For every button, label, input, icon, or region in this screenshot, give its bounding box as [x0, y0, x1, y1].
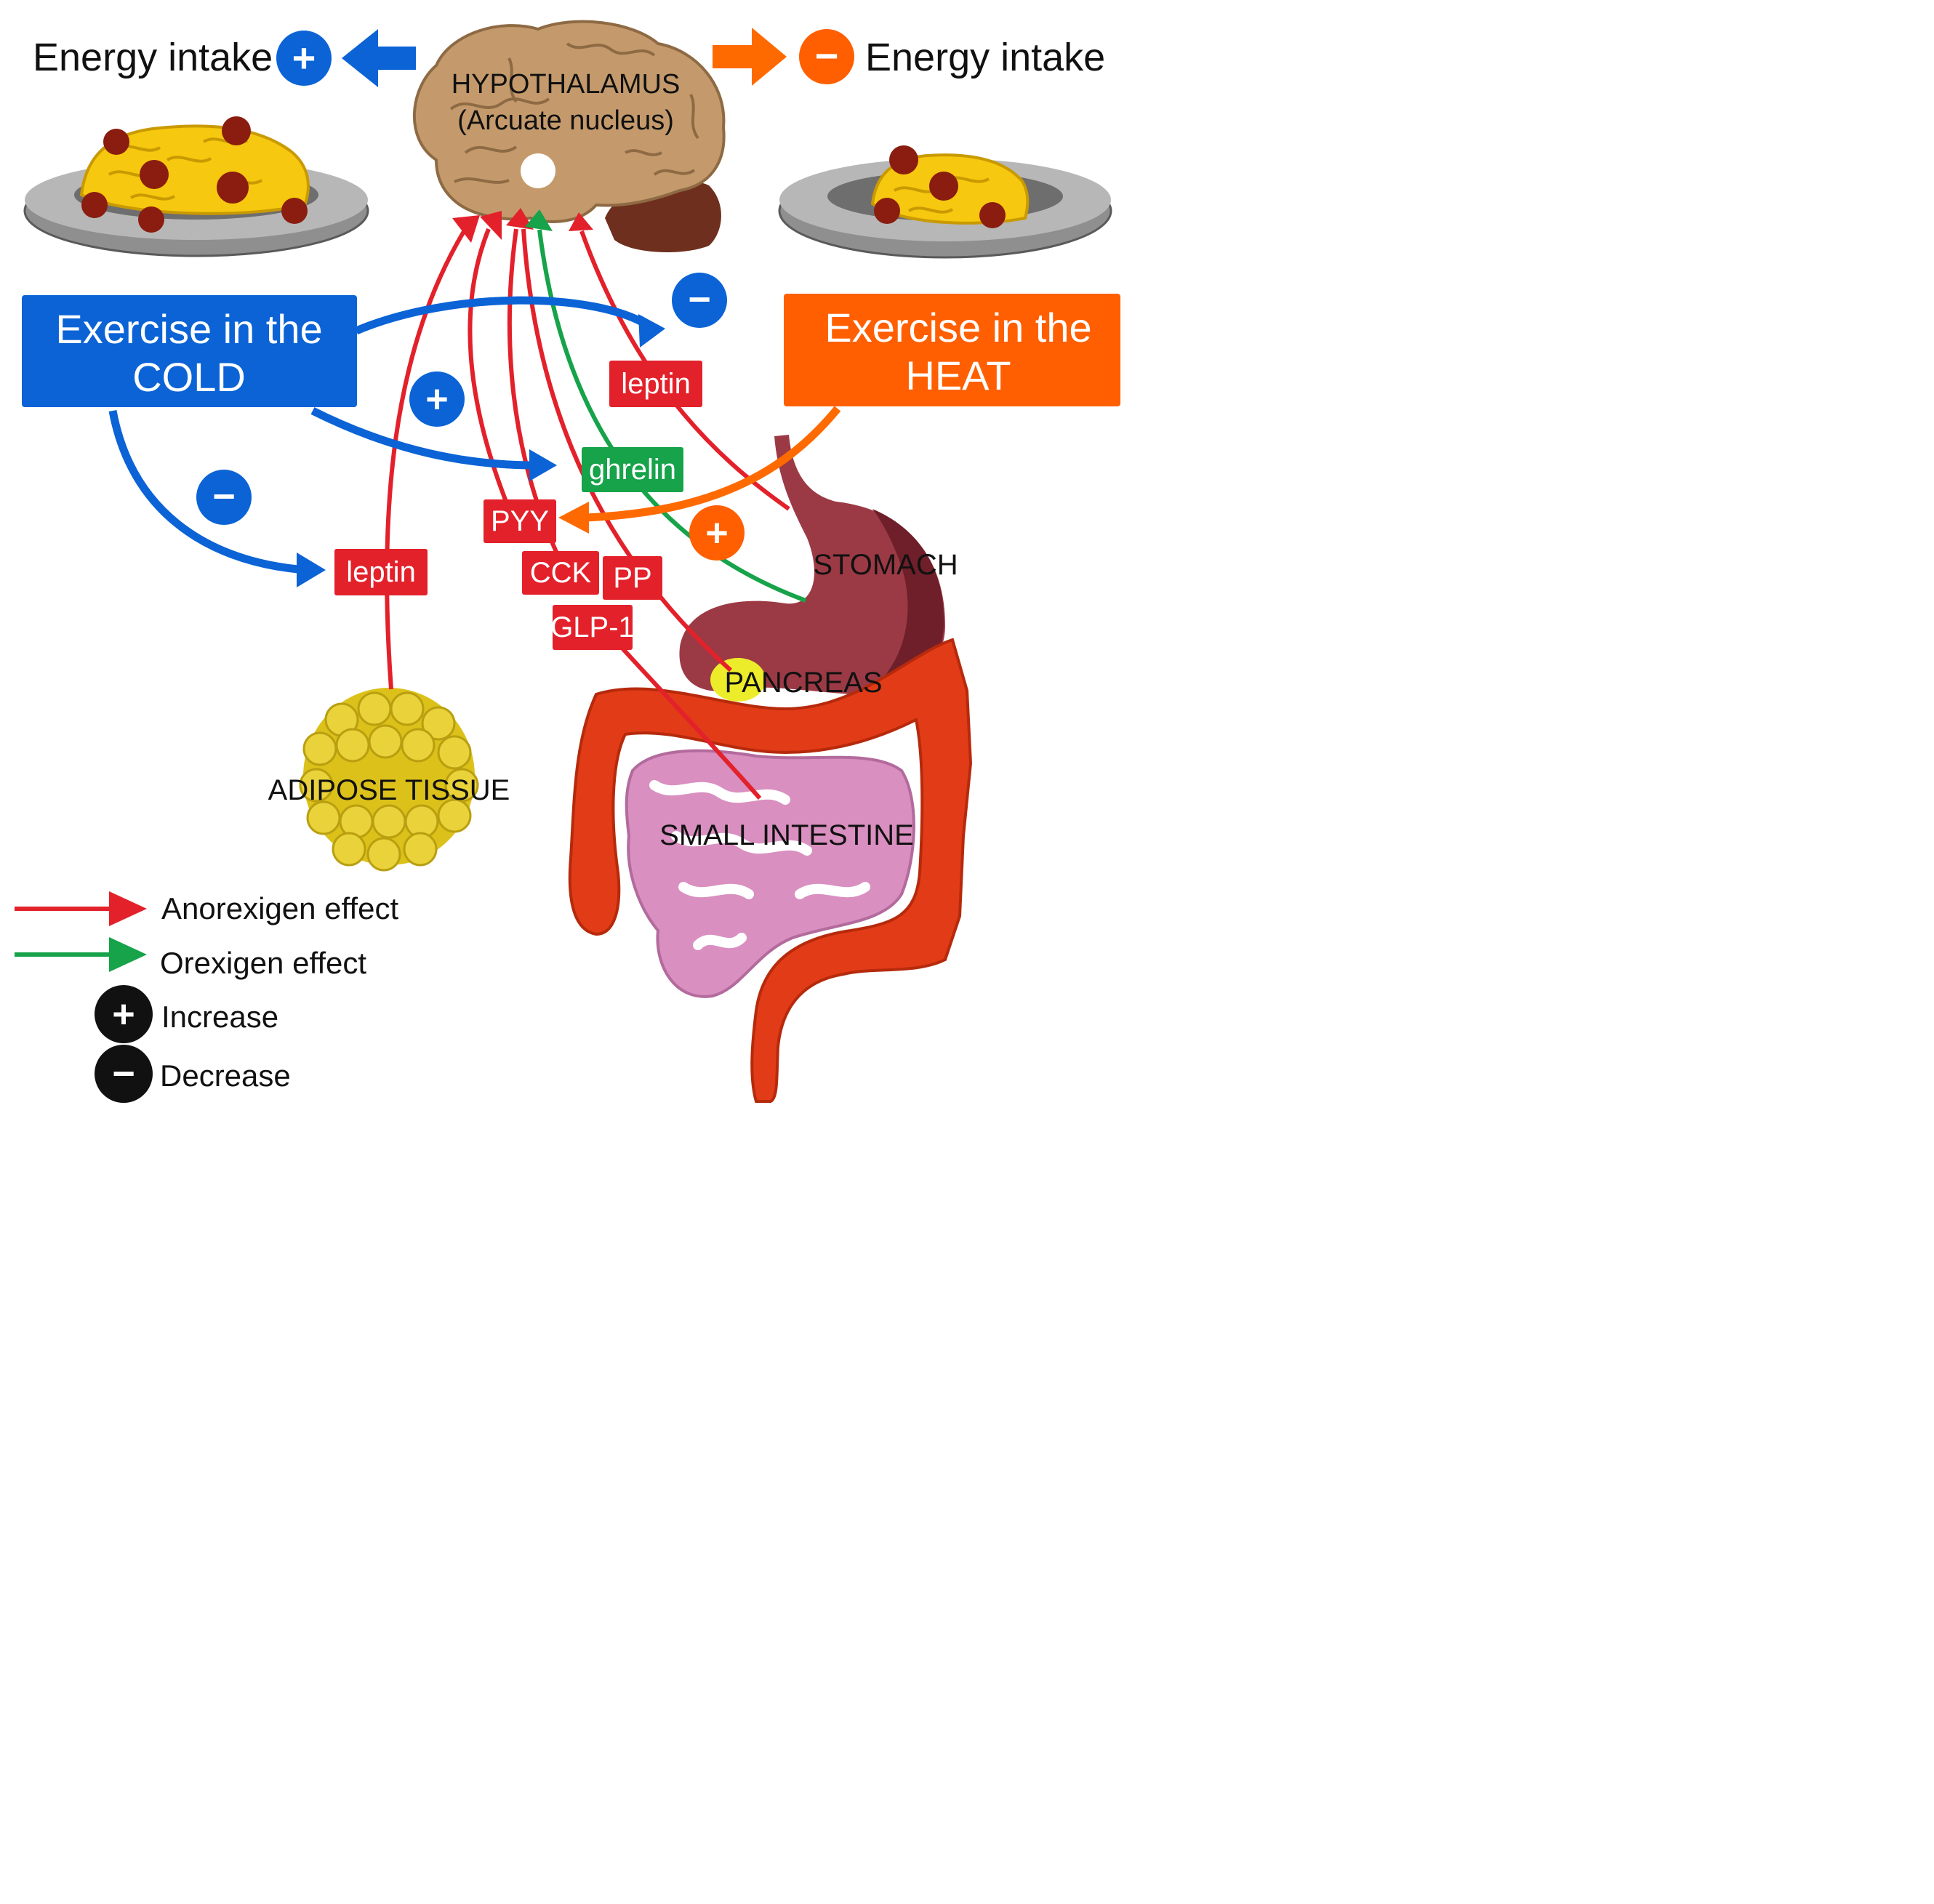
hormone-pyy: PYY — [484, 499, 556, 543]
minus-badge-icon — [672, 273, 727, 328]
exercise-heat-line1: Exercise in the — [824, 305, 1091, 350]
header-right: − Energy intake — [713, 28, 1105, 86]
exercise-cold-line2: COLD — [132, 354, 246, 400]
exercise-heat-line2: HEAT — [905, 353, 1011, 398]
small-intestine-icon — [625, 749, 915, 998]
arrowhead-red-icon — [109, 891, 147, 926]
leptin-top-label: leptin — [621, 368, 691, 400]
arrowhead-red-2 — [480, 211, 502, 240]
arrow-pp — [521, 228, 733, 672]
hormone-pp: PP — [603, 556, 662, 600]
exercise-heat-box: Exercise in the HEAT — [784, 294, 1120, 406]
legend-orexigen-label: Orexigen effect — [160, 946, 366, 980]
arrowhead-red-1 — [452, 215, 480, 243]
adipose-tissue-icon — [299, 688, 479, 872]
header-left: Energy intake + — [33, 29, 416, 87]
hormone-leptin-top: leptin — [609, 361, 702, 407]
legend-decrease-label: Decrease — [160, 1059, 291, 1093]
plus-badge-icon — [689, 505, 745, 561]
pyy-label: PYY — [491, 505, 549, 537]
energy-intake-left-label: Energy intake — [33, 36, 273, 79]
hormone-glp1: GLP-1 — [550, 605, 635, 650]
cold-arrowheads — [297, 314, 665, 587]
plate-small-icon — [778, 145, 1112, 259]
pancreas-icon — [710, 658, 766, 702]
cold-to-leptin-left-arrow — [108, 409, 299, 574]
sign-cold-leptin-left: − — [212, 475, 236, 518]
legend-orexigen: Orexigen effect — [15, 937, 366, 980]
hormone-leptin-left: leptin — [334, 549, 428, 595]
cold-effect-arrows — [108, 296, 654, 574]
legend-increase-label: Increase — [161, 1000, 278, 1034]
legend: Anorexigen effect Orexigen effect + Incr… — [15, 891, 398, 1103]
exercise-cold-box: Exercise in the COLD — [22, 295, 357, 407]
leptin-left-label: leptin — [346, 556, 416, 588]
sign-cold-ghrelin: + — [425, 377, 449, 421]
small-intestine-label: SMALL INTESTINE — [659, 819, 914, 851]
sign-cold-leptin-top: − — [688, 278, 711, 321]
pancreas-label: PANCREAS — [724, 667, 882, 699]
heat-arrowhead — [558, 502, 589, 534]
plus-badge-icon — [95, 985, 153, 1043]
legend-decrease-sign: − — [112, 1052, 135, 1096]
plus-badge-icon — [276, 31, 332, 86]
arrowheads — [452, 208, 593, 243]
minus-badge-icon — [799, 29, 854, 84]
arrowhead-red-4 — [569, 212, 593, 231]
exercise-cold-line1: Exercise in the — [55, 306, 322, 352]
arcuate-nucleus-label: (Arcuate nucleus) — [457, 105, 674, 136]
ghrelin-label: ghrelin — [589, 454, 676, 486]
minus-badge-icon — [196, 470, 252, 525]
arrow-ghrelin — [537, 229, 807, 603]
legend-increase: + Increase — [95, 985, 278, 1043]
brain-icon — [413, 20, 726, 253]
energy-intake-right-sign: − — [815, 33, 839, 79]
heat-to-pyy-arrow — [585, 406, 841, 522]
cold-to-ghrelin-arrow — [310, 407, 535, 470]
arrow-leptin-adipose — [385, 228, 468, 690]
sign-heat-pyy: + — [705, 511, 729, 555]
legend-anorexigen: Anorexigen effect — [15, 891, 398, 926]
minus-badge-icon — [95, 1045, 153, 1103]
plate-large-icon — [23, 116, 369, 257]
legend-anorexigen-label: Anorexigen effect — [161, 891, 398, 925]
arrowhead-red-3 — [506, 208, 534, 230]
arcuate-nucleus-dot — [521, 153, 555, 188]
adipose-tissue-label: ADIPOSE TISSUE — [268, 774, 510, 806]
arrow-leptin-stomach — [579, 230, 790, 511]
pp-label: PP — [613, 562, 651, 594]
arrow-right-icon — [713, 28, 787, 86]
plus-badge-icon — [409, 371, 465, 427]
diagram-canvas: Energy intake + − Energy intake — [15, 20, 1120, 1103]
stomach-label: STOMACH — [813, 549, 958, 581]
hypothalamus-label: HYPOTHALAMUS — [452, 69, 681, 100]
glp1-label: GLP-1 — [550, 611, 635, 643]
stomach-icon — [679, 435, 945, 695]
arrowhead-green — [525, 209, 553, 231]
cck-label: CCK — [530, 557, 592, 589]
arrow-left-icon — [342, 29, 416, 87]
large-intestine-icon — [568, 638, 973, 1103]
energy-intake-left-sign: + — [292, 35, 316, 81]
energy-intake-right-label: Energy intake — [865, 36, 1105, 79]
cold-to-leptin-top-arrow — [354, 296, 654, 335]
hormone-cck: CCK — [522, 551, 599, 595]
arrowhead-green-icon — [109, 937, 147, 972]
legend-decrease: − Decrease — [95, 1045, 291, 1103]
hormone-ghrelin: ghrelin — [582, 447, 683, 492]
legend-increase-sign: + — [112, 992, 135, 1036]
